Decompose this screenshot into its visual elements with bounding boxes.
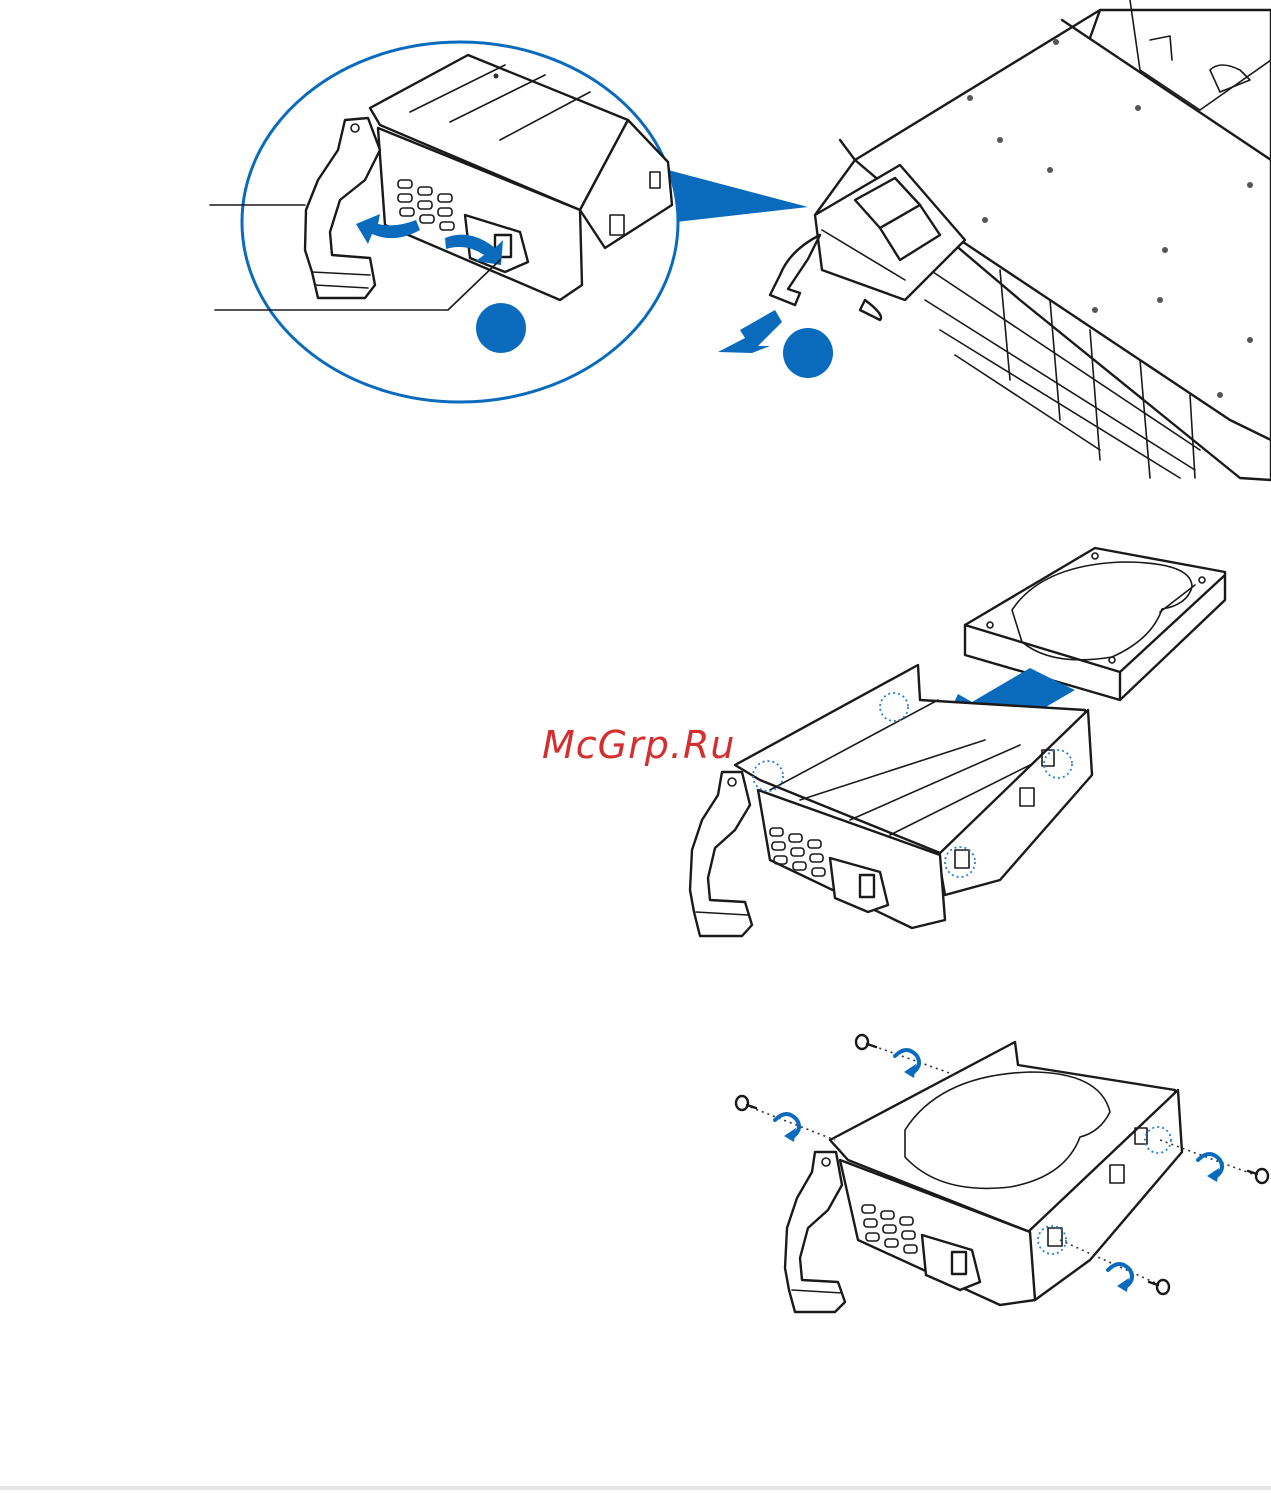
figure-insert-drive [690,548,1225,936]
watermark-text: McGrp.Ru [542,723,735,767]
screw-icon [1248,1169,1268,1183]
drive-tray-empty [690,665,1092,936]
pull-out-arrow-icon [718,310,782,353]
step-marker-1 [476,303,526,353]
figure-secure-screws [736,1035,1268,1312]
screw-icon [1149,1280,1169,1294]
tray-handle [785,1152,845,1312]
hard-disk-drive [965,548,1225,700]
step-marker-2 [783,328,833,378]
server-chassis-illustration [770,0,1271,480]
screw-icon [856,1035,876,1049]
zoom-wedge [668,170,808,222]
footer-rule [0,1486,1271,1490]
figure-remove-tray [210,0,1271,480]
drive-tray-with-hdd [785,1042,1182,1312]
screw-icon [736,1096,756,1110]
